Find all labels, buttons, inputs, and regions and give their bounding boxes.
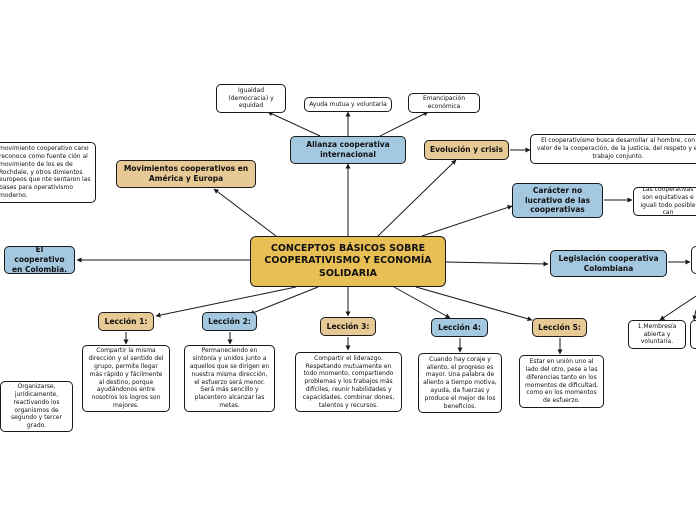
- leccion-5-body: Estar en unión uno al lado del otro, pes…: [524, 358, 599, 405]
- legislacion-child-label: 1.Membresía abierta y voluntaria.: [637, 322, 677, 346]
- colombia-label: El cooperativo en Colombia.: [11, 246, 68, 274]
- movimientos-detail-text: movimiento cooperativo cano reconoce com…: [0, 145, 91, 199]
- leccion-2-node[interactable]: Lección 2:: [202, 312, 257, 331]
- alianza-child-ayuda[interactable]: Ayuda mutua y voluntaria: [304, 97, 392, 112]
- caracter-node[interactable]: Carácter no lucrativo de las cooperativa…: [512, 183, 603, 218]
- leccion-3-node[interactable]: Lección 3:: [320, 317, 376, 336]
- leccion-2-text[interactable]: Permaneciendo en sintonía y unidos junto…: [184, 345, 275, 412]
- alianza-child-igualdad[interactable]: Igualdad (democracia) y equidad: [216, 84, 286, 113]
- leccion-5-label: Lección 5:: [538, 322, 581, 332]
- legislacion-child-partial[interactable]: [690, 320, 696, 349]
- leccion-1-text[interactable]: Compartir la misma dirección y el sentid…: [82, 345, 170, 412]
- movimientos-node[interactable]: Movimientos cooperativos en América y Eu…: [116, 160, 256, 188]
- movimientos-detail[interactable]: movimiento cooperativo cano reconoce com…: [0, 142, 96, 203]
- evolucion-node[interactable]: Evolución y crisis: [424, 140, 509, 160]
- leccion-5-node[interactable]: Lección 5:: [532, 318, 587, 337]
- alianza-node[interactable]: Alianza cooperativa internacional: [290, 136, 406, 164]
- central-topic-label: CONCEPTOS BÁSICOS SOBRE COOPERATIVISMO Y…: [264, 242, 432, 279]
- evolucion-detail-text: El cooperativismo busca desarrollar al h…: [536, 137, 696, 160]
- evolucion-label: Evolución y crisis: [430, 145, 503, 155]
- caracter-label: Carácter no lucrativo de las cooperativa…: [524, 185, 591, 215]
- alianza-child-label: Igualdad (democracia) y equidad: [228, 86, 274, 110]
- leccion-2-body: Permaneciendo en sintonía y unidos junto…: [189, 347, 270, 409]
- organizarse-text: Organizarse, jurídicamente, reactivando …: [11, 383, 62, 430]
- leccion-4-body: Cuando hay coraje y aliento, el progreso…: [423, 355, 497, 410]
- alianza-label: Alianza cooperativa internacional: [306, 140, 390, 159]
- caracter-detail-text: Las cooperativas son equitativas e igual…: [640, 187, 696, 216]
- organizarse-note[interactable]: Organizarse, jurídicamente, reactivando …: [0, 381, 73, 432]
- leccion-2-label: Lección 2:: [208, 316, 251, 326]
- central-topic[interactable]: CONCEPTOS BÁSICOS SOBRE COOPERATIVISMO Y…: [250, 236, 446, 287]
- leccion-5-text[interactable]: Estar en unión uno al lado del otro, pes…: [519, 355, 604, 408]
- leccion-1-label: Lección 1:: [104, 316, 148, 326]
- leccion-3-label: Lección 3:: [326, 321, 370, 331]
- legislacion-child-membresia[interactable]: 1.Membresía abierta y voluntaria.: [628, 320, 686, 349]
- leccion-4-node[interactable]: Lección 4:: [431, 318, 488, 337]
- colombia-node[interactable]: El cooperativo en Colombia.: [4, 246, 75, 274]
- alianza-child-emancipacion[interactable]: Emancipación económica: [408, 93, 480, 113]
- legislacion-detail[interactable]: [691, 246, 696, 274]
- leccion-3-body: Compartir el liderazgo. Respetando mutua…: [302, 354, 395, 409]
- leccion-1-node[interactable]: Lección 1:: [98, 312, 154, 331]
- alianza-child-label: Ayuda mutua y voluntaria: [309, 100, 387, 108]
- leccion-3-text[interactable]: Compartir el liderazgo. Respetando mutua…: [295, 352, 402, 412]
- legislacion-node[interactable]: Legislación cooperativa Colombiana: [550, 250, 667, 277]
- leccion-4-text[interactable]: Cuando hay coraje y aliento, el progreso…: [418, 353, 502, 413]
- leccion-1-body: Compartir la misma dirección y el sentid…: [88, 347, 164, 409]
- legislacion-label: Legislación cooperativa Colombiana: [558, 253, 659, 273]
- caracter-detail[interactable]: Las cooperativas son equitativas e igual…: [633, 187, 696, 216]
- leccion-4-label: Lección 4:: [438, 322, 481, 332]
- evolucion-detail[interactable]: El cooperativismo busca desarrollar al h…: [530, 134, 696, 164]
- alianza-child-label: Emancipación económica: [422, 95, 465, 110]
- movimientos-label: Movimientos cooperativos en América y Eu…: [123, 164, 249, 183]
